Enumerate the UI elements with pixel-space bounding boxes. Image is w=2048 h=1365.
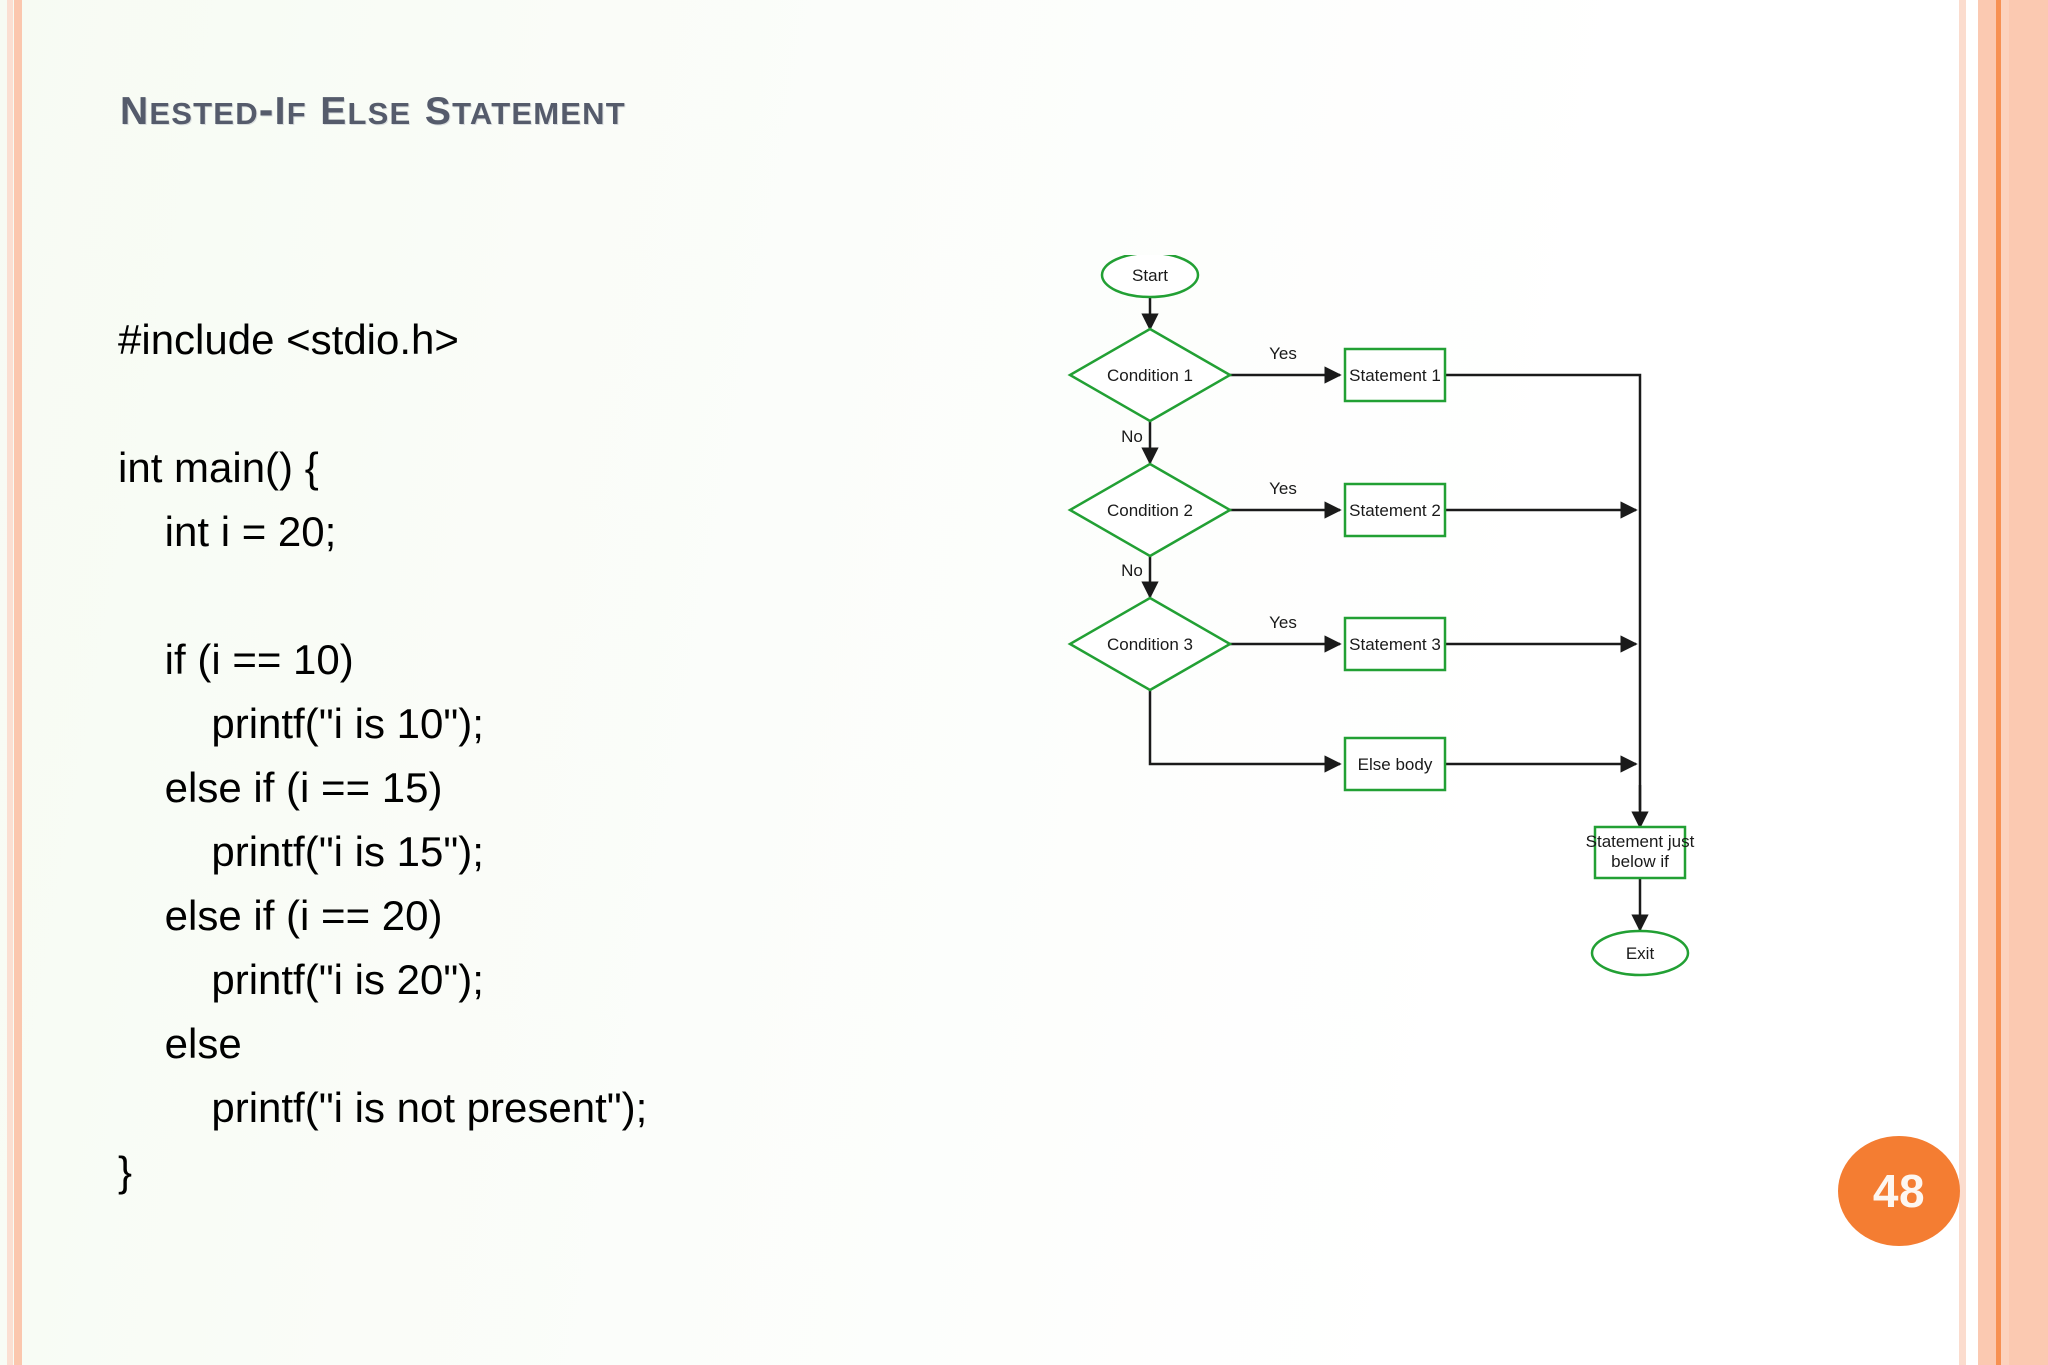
code-listing: #include <stdio.h> int main() { int i = 2… (118, 308, 898, 1204)
flow-node-start (1100, 255, 1200, 299)
flow-node-condition1 (1067, 327, 1233, 423)
code-line: else if (i == 15) (118, 764, 443, 811)
flow-edge-label-yes1: Yes (1269, 344, 1297, 363)
code-line: else (118, 1020, 242, 1067)
flow-node-condition3-label: Condition 3 (1107, 635, 1193, 654)
left-decorative-stripe-outer (7, 0, 13, 1365)
flow-node-statement-below-if-label-line2: below if (1611, 852, 1669, 871)
flow-edge-label-no1: No (1121, 427, 1143, 446)
flow-node-statement2 (1343, 482, 1447, 538)
code-line: printf("i is not present"); (118, 1084, 648, 1131)
flow-node-statement3 (1343, 616, 1447, 672)
code-line: printf("i is 10"); (118, 700, 484, 747)
flow-node-statement2-label: Statement 2 (1349, 501, 1441, 520)
right-decorative-accent-line (1996, 0, 2001, 1365)
flow-node-exit (1590, 929, 1690, 977)
left-decorative-stripe-inner (14, 0, 22, 1365)
flow-node-else-body (1343, 736, 1447, 792)
edge-statement1-join (1445, 373, 1642, 810)
right-decorative-band (1978, 0, 2048, 1365)
code-line: #include <stdio.h> (118, 316, 459, 363)
code-line: int main() { (118, 444, 319, 491)
flow-node-statement-below-if (1593, 825, 1687, 880)
edge-condition3-no (1148, 690, 1342, 773)
right-decorative-stripe-thin (1959, 0, 1966, 1365)
flow-node-statement-below-if-label-line1: Statement just (1586, 832, 1695, 851)
code-line: printf("i is 15"); (118, 828, 484, 875)
flow-node-start-label: Start (1132, 266, 1168, 285)
code-line: if (i == 10) (118, 636, 354, 683)
flow-node-statement1 (1343, 347, 1447, 403)
page-title: NESTED-IF ELSE STATEMENT (120, 73, 626, 136)
code-line: } (118, 1148, 133, 1195)
code-line (118, 372, 898, 436)
page-number-badge: 48 (1838, 1136, 1960, 1246)
flow-node-condition2-label: Condition 2 (1107, 501, 1193, 520)
flow-node-statement1-label: Statement 1 (1349, 366, 1441, 385)
code-line: int i = 20; (118, 508, 337, 555)
flow-node-condition2 (1067, 462, 1233, 558)
flow-node-condition3 (1067, 596, 1233, 692)
code-line: else if (i == 20) (118, 892, 443, 939)
flow-edge-label-yes3: Yes (1269, 613, 1297, 632)
flow-edge-label-yes2: Yes (1269, 479, 1297, 498)
right-decorative-soft-line (2001, 0, 2009, 1365)
flow-node-else-body-label: Else body (1358, 755, 1433, 774)
flow-edge-label-no2: No (1121, 561, 1143, 580)
flow-node-condition1-label: Condition 1 (1107, 366, 1193, 385)
code-line: printf("i is 20"); (118, 956, 484, 1003)
code-line (118, 564, 898, 628)
flow-node-exit-label: Exit (1626, 944, 1655, 963)
flowchart: Start Condition 1 Condition 2 Condition … (1040, 255, 1940, 1255)
flow-node-statement3-label: Statement 3 (1349, 635, 1441, 654)
